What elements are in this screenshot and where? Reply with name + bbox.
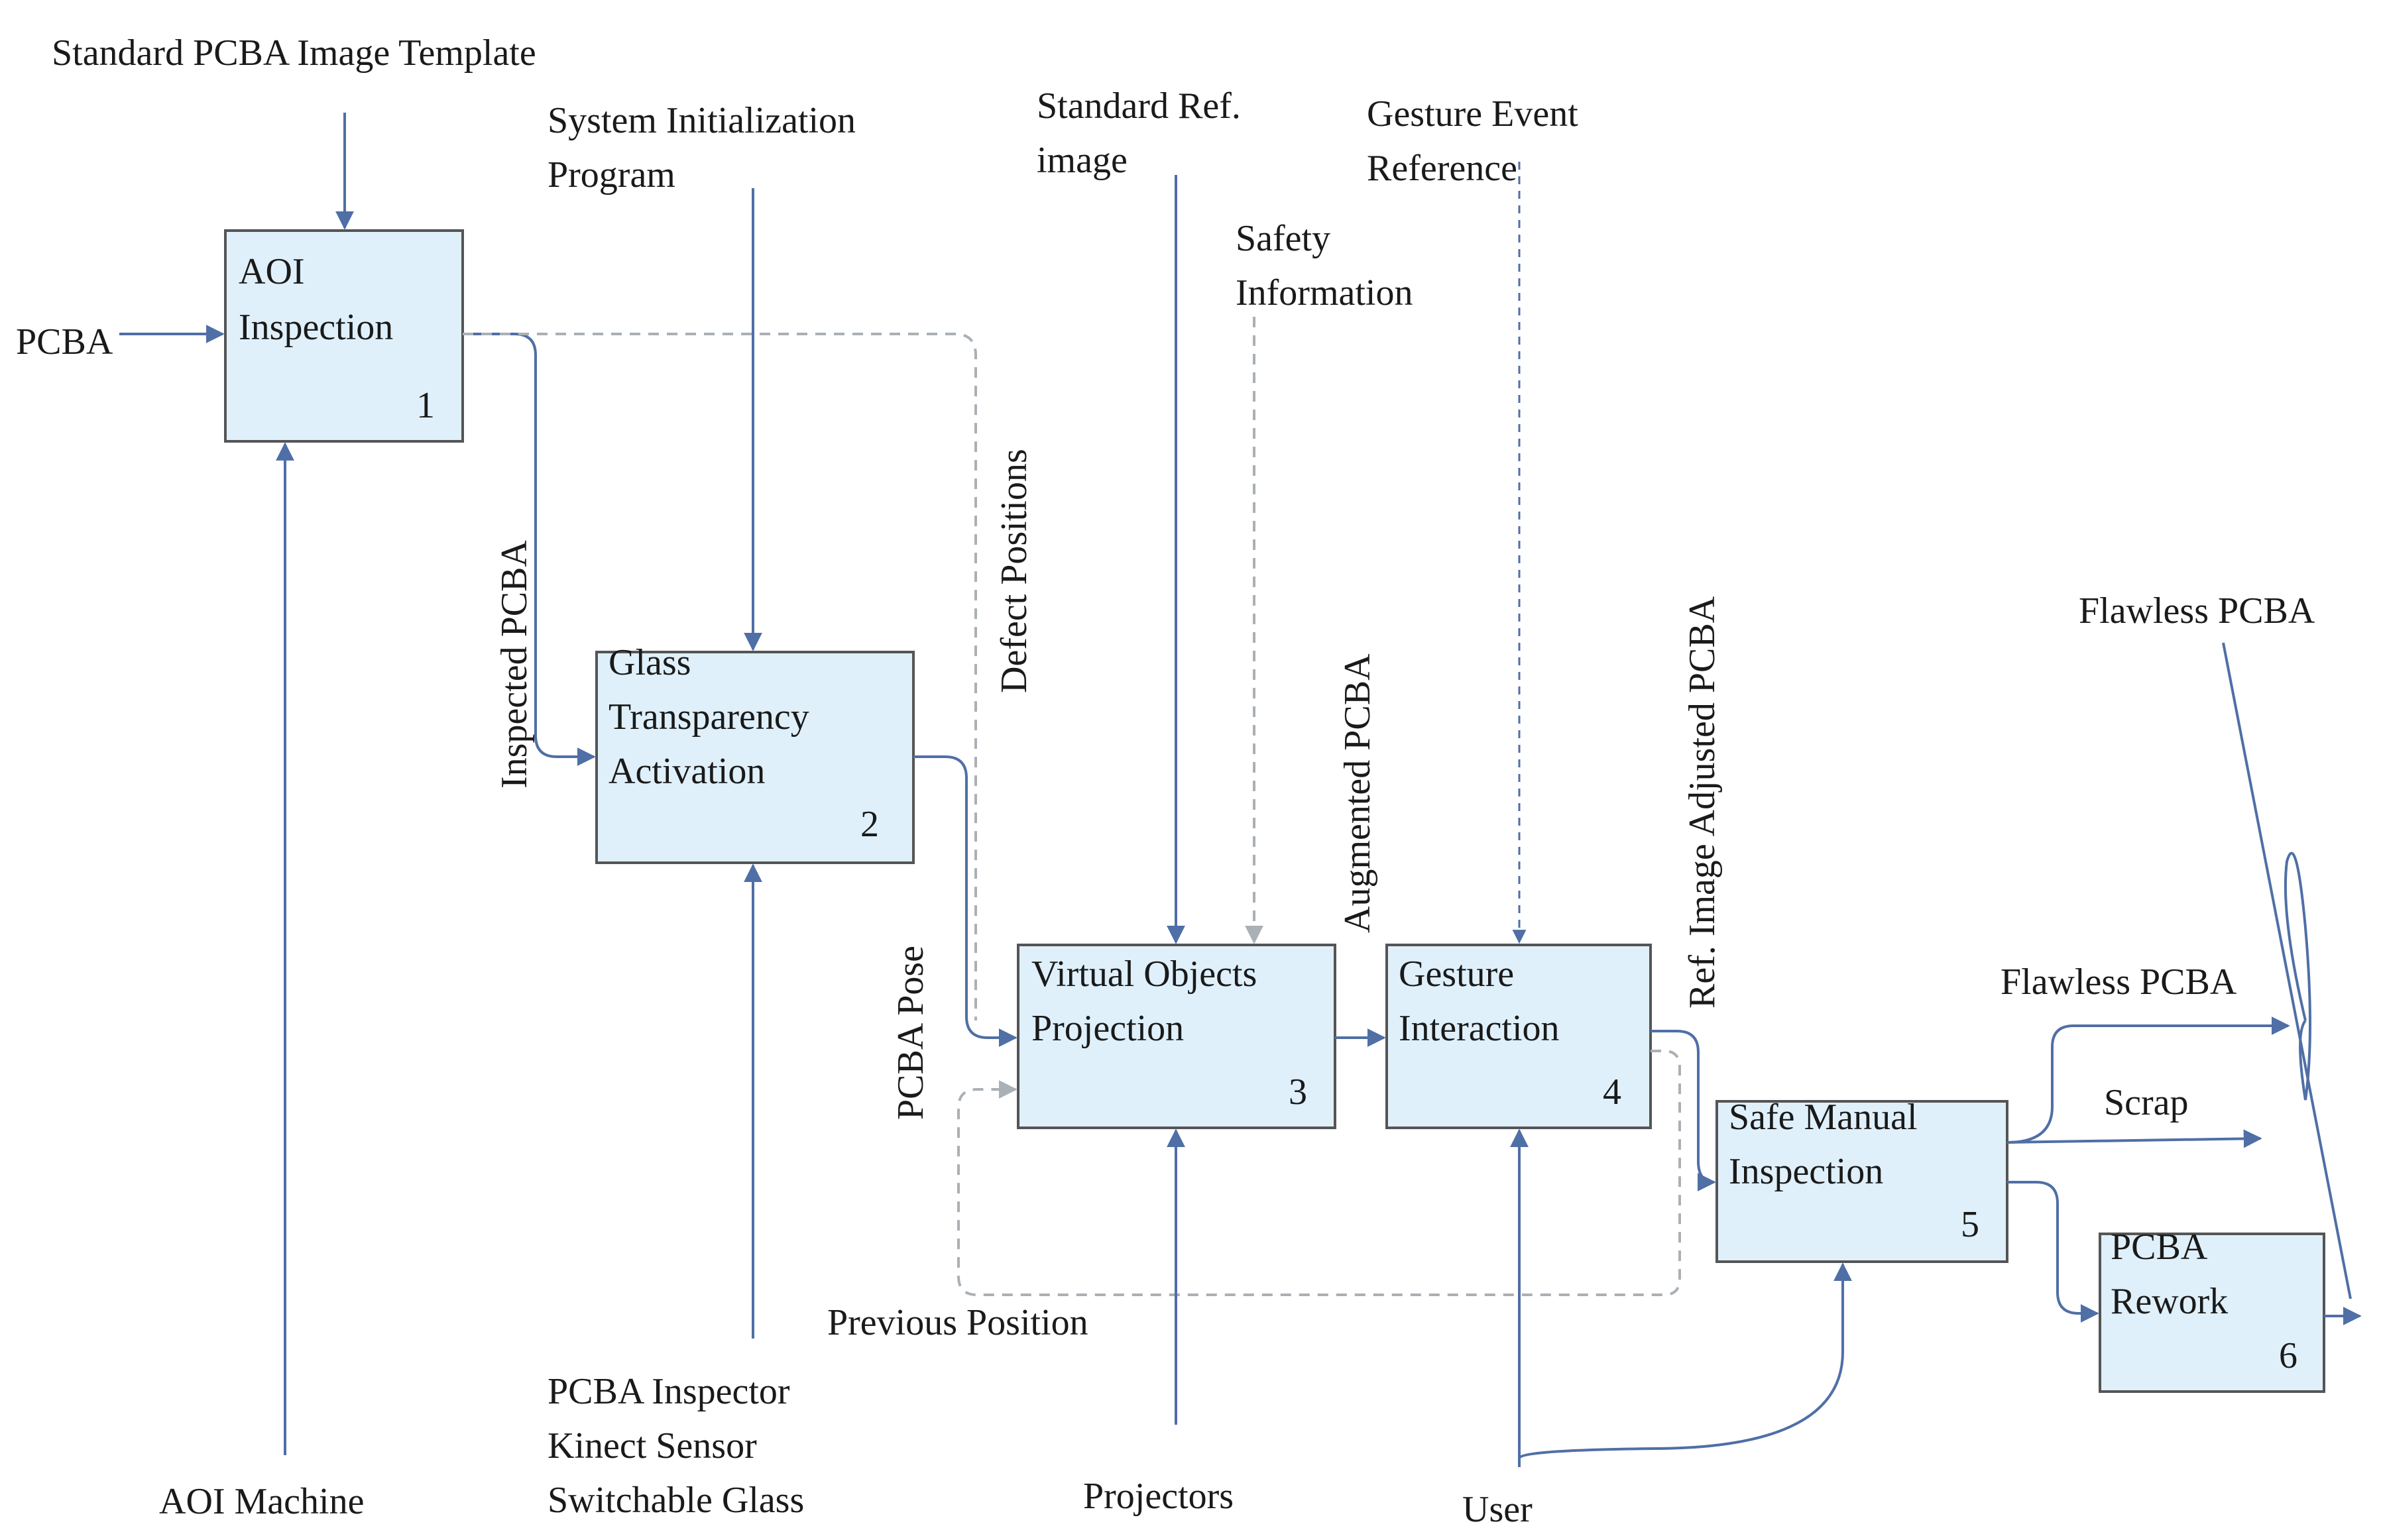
- label-standard-template: Standard PCBA Image Template: [52, 32, 536, 74]
- activity-box-6: PCBA Rework 6: [2099, 1227, 2325, 1393]
- activity-4-line2: Interaction: [1399, 1008, 1560, 1049]
- activity-3-line2: Projection: [1031, 1008, 1184, 1049]
- activity-3-line1: Virtual Objects: [1031, 954, 1257, 995]
- label-projectors: Projectors: [1083, 1476, 1234, 1517]
- activity-6-number: 6: [2279, 1335, 2297, 1376]
- label-augmented-pcba: Augmented PCBA: [1337, 653, 1378, 933]
- label-standard-ref-1: Standard Ref.: [1037, 85, 1241, 127]
- activity-5-number: 5: [1961, 1204, 1979, 1245]
- activity-2-number: 2: [860, 804, 879, 845]
- label-mech-switchable-glass: Switchable Glass: [548, 1480, 804, 1521]
- label-flawless-top: Flawless PCBA: [2079, 590, 2315, 632]
- label-gesture-event-1: Gesture Event: [1367, 93, 1578, 135]
- arrow-previous-position: [957, 1050, 1681, 1296]
- label-user: User: [1462, 1489, 1533, 1530]
- activity-box-5: Safe Manual Inspection 5: [1715, 1097, 2008, 1263]
- arrow-flawless-mid: [2006, 1017, 2290, 1144]
- activity-1-number: 1: [416, 385, 435, 426]
- activity-6-line1: PCBA: [2111, 1227, 2208, 1268]
- label-system-init-2: Program: [548, 154, 675, 195]
- arrow-pcba-pose: [913, 755, 1017, 1047]
- label-standard-ref-2: image: [1037, 140, 1128, 181]
- label-system-init-1: System Initialization: [548, 100, 856, 141]
- label-flawless-mid: Flawless PCBA: [2001, 962, 2237, 1003]
- label-pcba-input: PCBA: [16, 321, 113, 362]
- activity-4-line1: Gesture: [1399, 954, 1514, 995]
- arrow-defect-positions: [463, 333, 977, 1020]
- activity-1-line1: AOI: [239, 251, 305, 292]
- activity-2-line3: Activation: [609, 751, 765, 792]
- arrow-ref-image-adjusted: [1651, 1030, 1716, 1191]
- activity-3-number: 3: [1289, 1072, 1307, 1113]
- activity-6-line2: Rework: [2111, 1281, 2228, 1322]
- flawless-loop: [2284, 852, 2311, 1101]
- label-scrap: Scrap: [2104, 1082, 2189, 1123]
- arrow-flawless-top: [2222, 642, 2352, 1299]
- arrow-to-rework: [2007, 1181, 2099, 1323]
- activity-2-line2: Transparency: [609, 696, 809, 738]
- activity-2-line1: Glass: [609, 642, 691, 683]
- activity-box-4: Gesture Interaction 4: [1385, 944, 1652, 1129]
- activity-4-number: 4: [1603, 1072, 1621, 1113]
- label-mech-pcba-inspector: PCBA Inspector: [548, 1371, 790, 1412]
- label-pcba-pose: PCBA Pose: [890, 946, 931, 1120]
- label-safety-info-2: Information: [1236, 272, 1413, 313]
- label-defect-positions: Defect Positions: [994, 449, 1035, 693]
- arrow-user-to-5: [1518, 1262, 1852, 1459]
- activity-5-line2: Inspection: [1729, 1151, 1883, 1192]
- activity-box-3: Virtual Objects Projection 3: [1017, 944, 1336, 1129]
- arrow-scrap: [2006, 1129, 2262, 1148]
- label-gesture-event-2: Reference: [1367, 148, 1517, 189]
- activity-box-2: Glass Transparency Activation 2: [595, 642, 915, 864]
- activity-5-line1: Safe Manual: [1729, 1097, 1918, 1138]
- label-previous-position: Previous Position: [827, 1302, 1088, 1343]
- label-aoi-machine: AOI Machine: [159, 1481, 364, 1522]
- label-mech-kinect-sensor: Kinect Sensor: [548, 1425, 757, 1466]
- label-ref-image-adjusted: Ref. Image Adjusted PCBA: [1682, 596, 1723, 1009]
- label-inspected-pcba: Inspected PCBA: [494, 540, 535, 789]
- activity-1-line2: Inspection: [239, 307, 393, 348]
- label-safety-info-1: Safety: [1236, 218, 1330, 259]
- activity-box-1: AOI Inspection 1: [224, 229, 464, 443]
